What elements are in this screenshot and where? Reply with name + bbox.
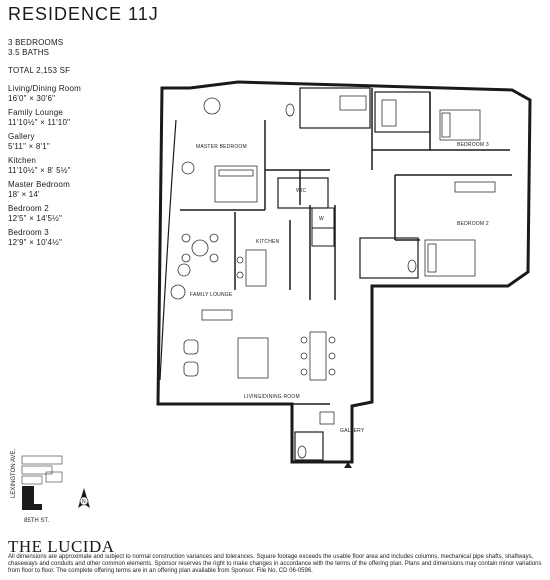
disclaimer-text: All dimensions are approximate and subje… — [8, 554, 542, 574]
building-footprint — [22, 486, 34, 508]
label-gallery: GALLERY — [340, 428, 365, 434]
avenue-label: LEXINGTON AVE. — [11, 449, 17, 498]
label-master-bedroom: MASTER BEDROOM — [196, 144, 247, 150]
room-dims-bedroom-2: 12'5" × 14'5½" — [8, 214, 63, 223]
room-dims-bedroom-3: 12'9" × 10'4½" — [8, 238, 63, 247]
room-name-bedroom-2: Bedroom 2 — [8, 204, 49, 213]
master-bed — [214, 165, 258, 203]
bath-2 — [359, 237, 419, 279]
wic-room — [277, 177, 329, 209]
brand-logo: THE LUCIDA — [8, 537, 115, 556]
room-name-bedroom-3: Bedroom 3 — [8, 228, 49, 237]
floor-plan: MASTER BEDROOM BEDROOM 3 BEDROOM 2 WIC W… — [156, 80, 532, 468]
residence-title: RESIDENCE 11J — [8, 4, 159, 24]
kitchen-island — [245, 249, 267, 287]
label-living-dining: LIVING/DINING ROOM — [244, 394, 300, 400]
bedroom2-bed — [424, 239, 476, 277]
street-label: 85TH ST. — [24, 518, 49, 524]
room-dims-master-bedroom: 18' × 14' — [8, 190, 40, 199]
label-kitchen: KITCHEN — [256, 239, 280, 245]
label-family-lounge: FAMILY LOUNGE — [190, 292, 233, 298]
room-name-family-lounge: Family Lounge — [8, 108, 64, 117]
room-name-master-bedroom: Master Bedroom — [8, 180, 70, 189]
room-dims-kitchen: 11'10½" × 8' 5½" — [8, 166, 71, 175]
entry-marker — [344, 462, 352, 468]
powder-room — [294, 431, 324, 461]
north-arrow-icon: N — [78, 488, 90, 508]
room-dims-living-dining: 16'0" × 30'6" — [8, 94, 56, 103]
window-bay — [159, 119, 177, 381]
room-dims-gallery: 5'11" × 8'1" — [8, 142, 50, 151]
room-name-kitchen: Kitchen — [8, 156, 37, 165]
bedrooms-count: 3 BEDROOMS — [8, 38, 64, 47]
specs-panel: 3 BEDROOMS 3.5 BATHS TOTAL 2,153 SF Livi… — [8, 38, 128, 248]
label-bedroom-2: BEDROOM 2 — [457, 221, 489, 227]
outer-wall — [156, 80, 532, 464]
master-bath — [299, 87, 371, 129]
north-label: N — [82, 499, 86, 505]
bedroom3-bed — [439, 109, 481, 141]
room-dims-family-lounge: 11'10½" × 11'10" — [8, 118, 71, 127]
sofa — [237, 337, 269, 379]
locator-map: LEXINGTON AVE. 85TH ST. — [11, 449, 63, 524]
closet — [311, 227, 335, 247]
room-name-living-dining: Living/Dining Room — [8, 84, 81, 93]
label-bedroom-3: BEDROOM 3 — [457, 142, 489, 148]
room-name-gallery: Gallery — [8, 132, 35, 141]
dining-table — [309, 331, 327, 381]
label-w: W — [319, 216, 324, 222]
label-wic: WIC — [296, 188, 307, 194]
total-area: TOTAL 2,153 SF — [8, 66, 71, 75]
baths-count: 3.5 BATHS — [8, 48, 50, 57]
